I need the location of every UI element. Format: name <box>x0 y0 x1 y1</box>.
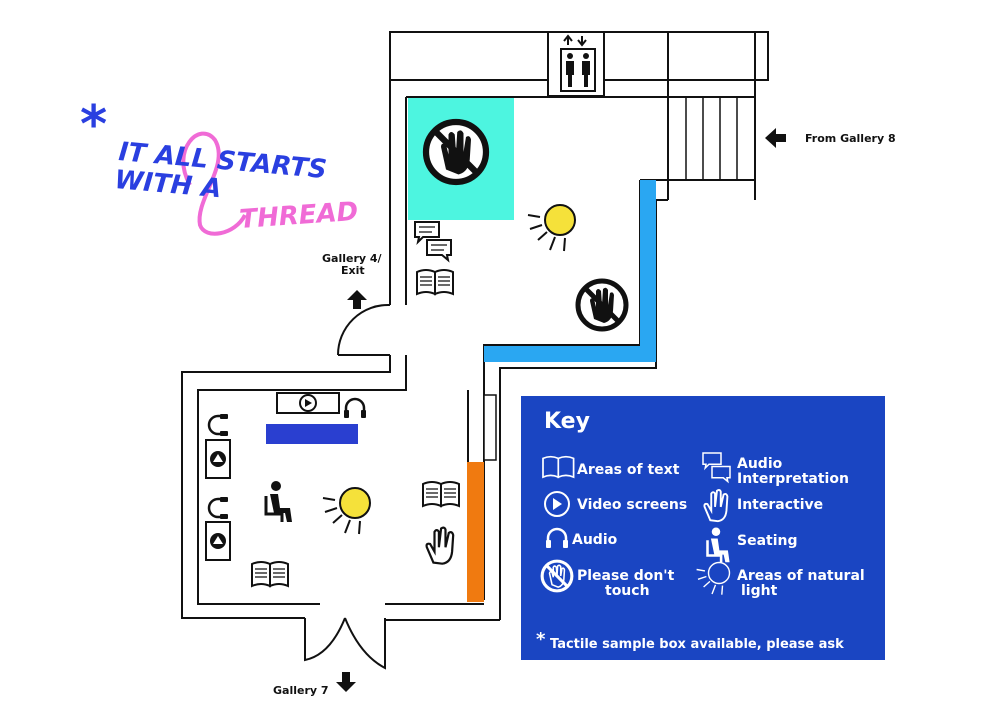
key-label-interpretation: Interpretation <box>737 471 849 487</box>
headphones-icon <box>207 412 230 438</box>
door-gallery-4[interactable] <box>337 303 391 356</box>
open-book-icon <box>422 481 460 507</box>
key-label-audio-only: Audio <box>572 532 618 548</box>
gallery-4-label: Gallery 4/ <box>322 252 383 265</box>
arrow-down-icon <box>336 672 356 692</box>
key-label-touch: touch <box>605 583 650 599</box>
from-gallery-8-marker: From Gallery 8 <box>765 128 896 148</box>
sun-icon <box>322 487 371 535</box>
door-gallery-7-left[interactable] <box>304 617 346 662</box>
audio-panel <box>205 521 231 561</box>
key-background <box>521 396 885 660</box>
open-book-icon <box>542 455 575 479</box>
door-gallery-7-right[interactable] <box>344 617 386 670</box>
hand-icon <box>425 526 455 565</box>
no-touch-icon <box>426 122 486 182</box>
arrow-left-icon <box>765 128 786 148</box>
headphones-icon <box>207 495 230 521</box>
hand-icon <box>703 489 729 523</box>
no-touch-icon <box>578 281 626 329</box>
thread-swirl <box>181 131 247 236</box>
sun-icon <box>527 204 576 252</box>
key-label-video-screens: Video screens <box>577 497 687 513</box>
from-gallery-8-label: From Gallery 8 <box>805 132 896 145</box>
title-asterisk: * <box>80 95 107 155</box>
key-label-light: light <box>741 583 778 599</box>
headphones-icon <box>342 397 368 420</box>
gallery-4-exit-label: Exit <box>341 264 365 277</box>
speech-bubbles-icon <box>414 221 452 261</box>
key-label-seating: Seating <box>737 533 798 549</box>
orange-wall <box>467 462 484 602</box>
seated-person-icon <box>264 479 294 524</box>
key-label-audio: Audio <box>737 456 783 472</box>
title-line-3: THREAD <box>238 197 359 235</box>
speech-bubbles-icon <box>702 452 731 484</box>
key-note-tactile: Tactile sample box available, please ask <box>550 637 844 652</box>
key-label-please-dont: Please don't <box>577 568 675 584</box>
audio-panel <box>205 439 231 479</box>
play-button-icon <box>544 491 570 517</box>
note-asterisk: * <box>536 629 546 650</box>
map-key: Key Areas of text Audio Interpretation V… <box>521 396 885 660</box>
stairs <box>668 96 755 181</box>
headphones-icon <box>546 527 568 548</box>
arrow-up-icon <box>347 290 367 309</box>
gallery-4-marker: Gallery 4/ Exit <box>322 252 383 309</box>
gallery-7-label: Gallery 7 <box>273 684 329 697</box>
key-label-interactive: Interactive <box>737 497 823 513</box>
exhibition-title: * IT ALL STARTS WITH A THREAD <box>80 95 359 236</box>
open-book-icon <box>416 269 454 295</box>
open-book-icon <box>251 561 289 587</box>
lift-icon <box>560 34 596 92</box>
upper-room-left-wall <box>389 32 407 305</box>
no-touch-icon <box>540 559 574 593</box>
key-heading: Key <box>544 409 590 434</box>
blue-bench <box>266 424 358 444</box>
sun-icon <box>696 561 731 595</box>
key-label-areas-of-text: Areas of text <box>577 462 680 478</box>
gallery-7-marker: Gallery 7 <box>273 672 356 697</box>
seated-person-icon <box>706 527 730 563</box>
key-label-areas-natural: Areas of natural <box>737 568 865 584</box>
video-screen <box>276 392 340 414</box>
